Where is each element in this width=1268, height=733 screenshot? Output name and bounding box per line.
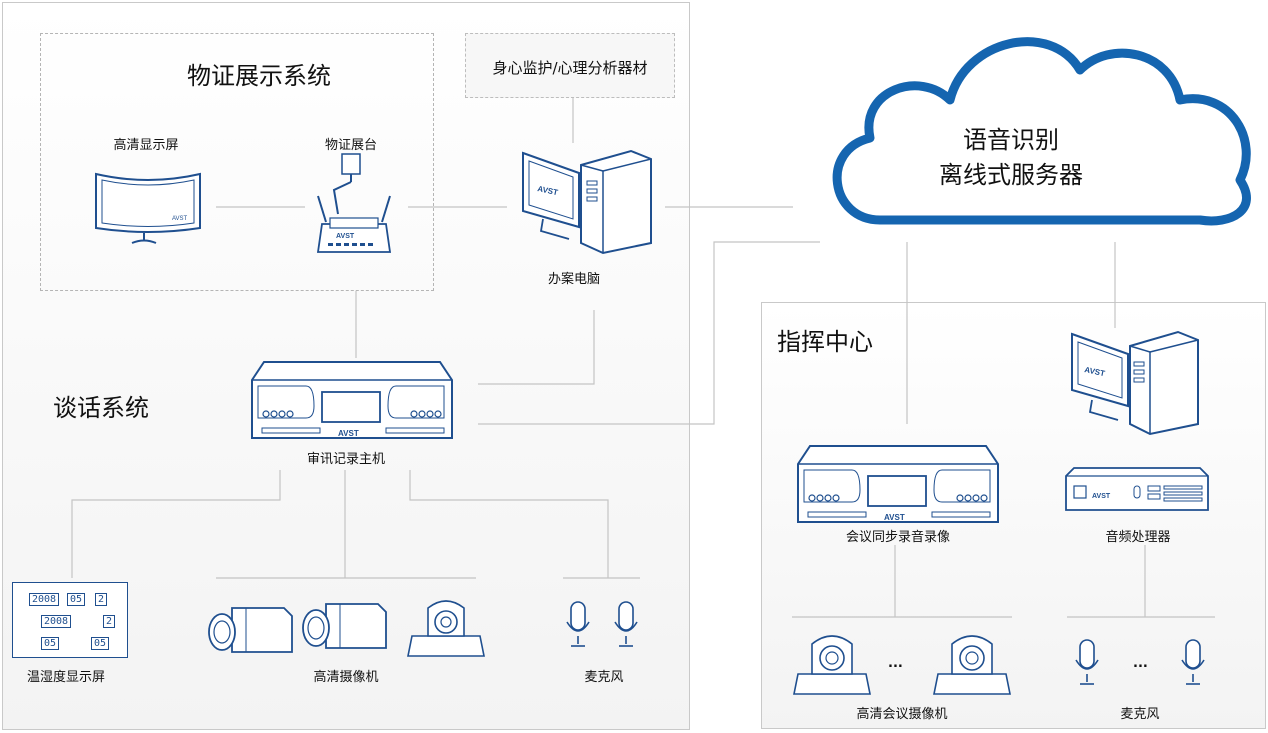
- microphones-icon: [566, 601, 638, 647]
- command-computer-icon: AVST: [1071, 330, 1199, 436]
- command-center-title: 指挥中心: [777, 328, 873, 356]
- temp-digit-3: 2: [95, 593, 108, 606]
- conference-cameras-label: 高清会议摄像机: [856, 707, 948, 722]
- command-mics-ellipsis: ...: [1133, 656, 1148, 671]
- cloud-line2: 离线式服务器: [939, 161, 1083, 189]
- cloud-line1: 语音识别: [963, 126, 1059, 154]
- conference-recorder-icon: AVST: [797, 445, 999, 523]
- temp-digit-6: 05: [41, 637, 60, 650]
- temp-digit-7: 05: [91, 637, 110, 650]
- interrogation-recorder-label: 审讯记录主机: [306, 452, 386, 467]
- command-mics-label: 麦克风: [1120, 707, 1160, 722]
- svg-text:AVST: AVST: [1084, 365, 1106, 378]
- evidence-system-group: [40, 33, 434, 291]
- curved-monitor-icon: AVST: [95, 172, 201, 244]
- temp-digit-1: 2008: [29, 593, 60, 606]
- talk-system-title: 谈话系统: [53, 394, 149, 422]
- cloud-icon: [832, 37, 1251, 226]
- temp-humidity-display-icon: 2008 05 2 2008 2 05 05: [12, 582, 128, 658]
- command-microphones-icon: [1075, 639, 1205, 685]
- monitoring-equipment-label: 身心监护/心理分析器材: [492, 59, 648, 77]
- ptz-camera-icon: [407, 600, 485, 657]
- conference-cameras-ellipsis: ...: [888, 656, 903, 671]
- audio-processor-label: 音频处理器: [1105, 530, 1171, 545]
- mics-label: 麦克风: [584, 670, 624, 685]
- hd-display-label: 高清显示屏: [113, 138, 179, 153]
- monitoring-equipment-box: [465, 33, 675, 98]
- temp-digit-4: 2008: [41, 615, 72, 628]
- document-camera-icon: AVST: [316, 153, 392, 253]
- document-camera-label: 物证展台: [324, 138, 378, 153]
- svg-text:AVST: AVST: [884, 513, 905, 522]
- svg-text:AVST: AVST: [336, 233, 355, 240]
- conference-ptz-camera-icon: [793, 635, 871, 695]
- svg-text:AVST: AVST: [537, 184, 559, 197]
- svg-text:AVST: AVST: [338, 429, 359, 438]
- box-camera-icon: [302, 603, 387, 649]
- temp-digit-5: 2: [103, 615, 116, 628]
- temp-digit-2: 05: [67, 593, 86, 606]
- office-computer-icon: AVST: [522, 149, 652, 255]
- interrogation-recorder-icon: AVST: [251, 361, 453, 439]
- svg-text:AVST: AVST: [172, 216, 188, 222]
- evidence-system-title: 物证展示系统: [187, 62, 331, 90]
- office-computer-label: 办案电脑: [547, 272, 601, 287]
- temp-humidity-display-label: 温湿度显示屏: [26, 670, 106, 685]
- audio-processor-icon: AVST: [1065, 467, 1209, 511]
- svg-text:AVST: AVST: [1092, 493, 1111, 500]
- hd-cameras-label: 高清摄像机: [313, 670, 379, 685]
- box-camera-icon: [208, 607, 293, 653]
- conference-recorder-label: 会议同步录音录像: [845, 530, 951, 545]
- conference-ptz-camera-icon: [933, 635, 1011, 695]
